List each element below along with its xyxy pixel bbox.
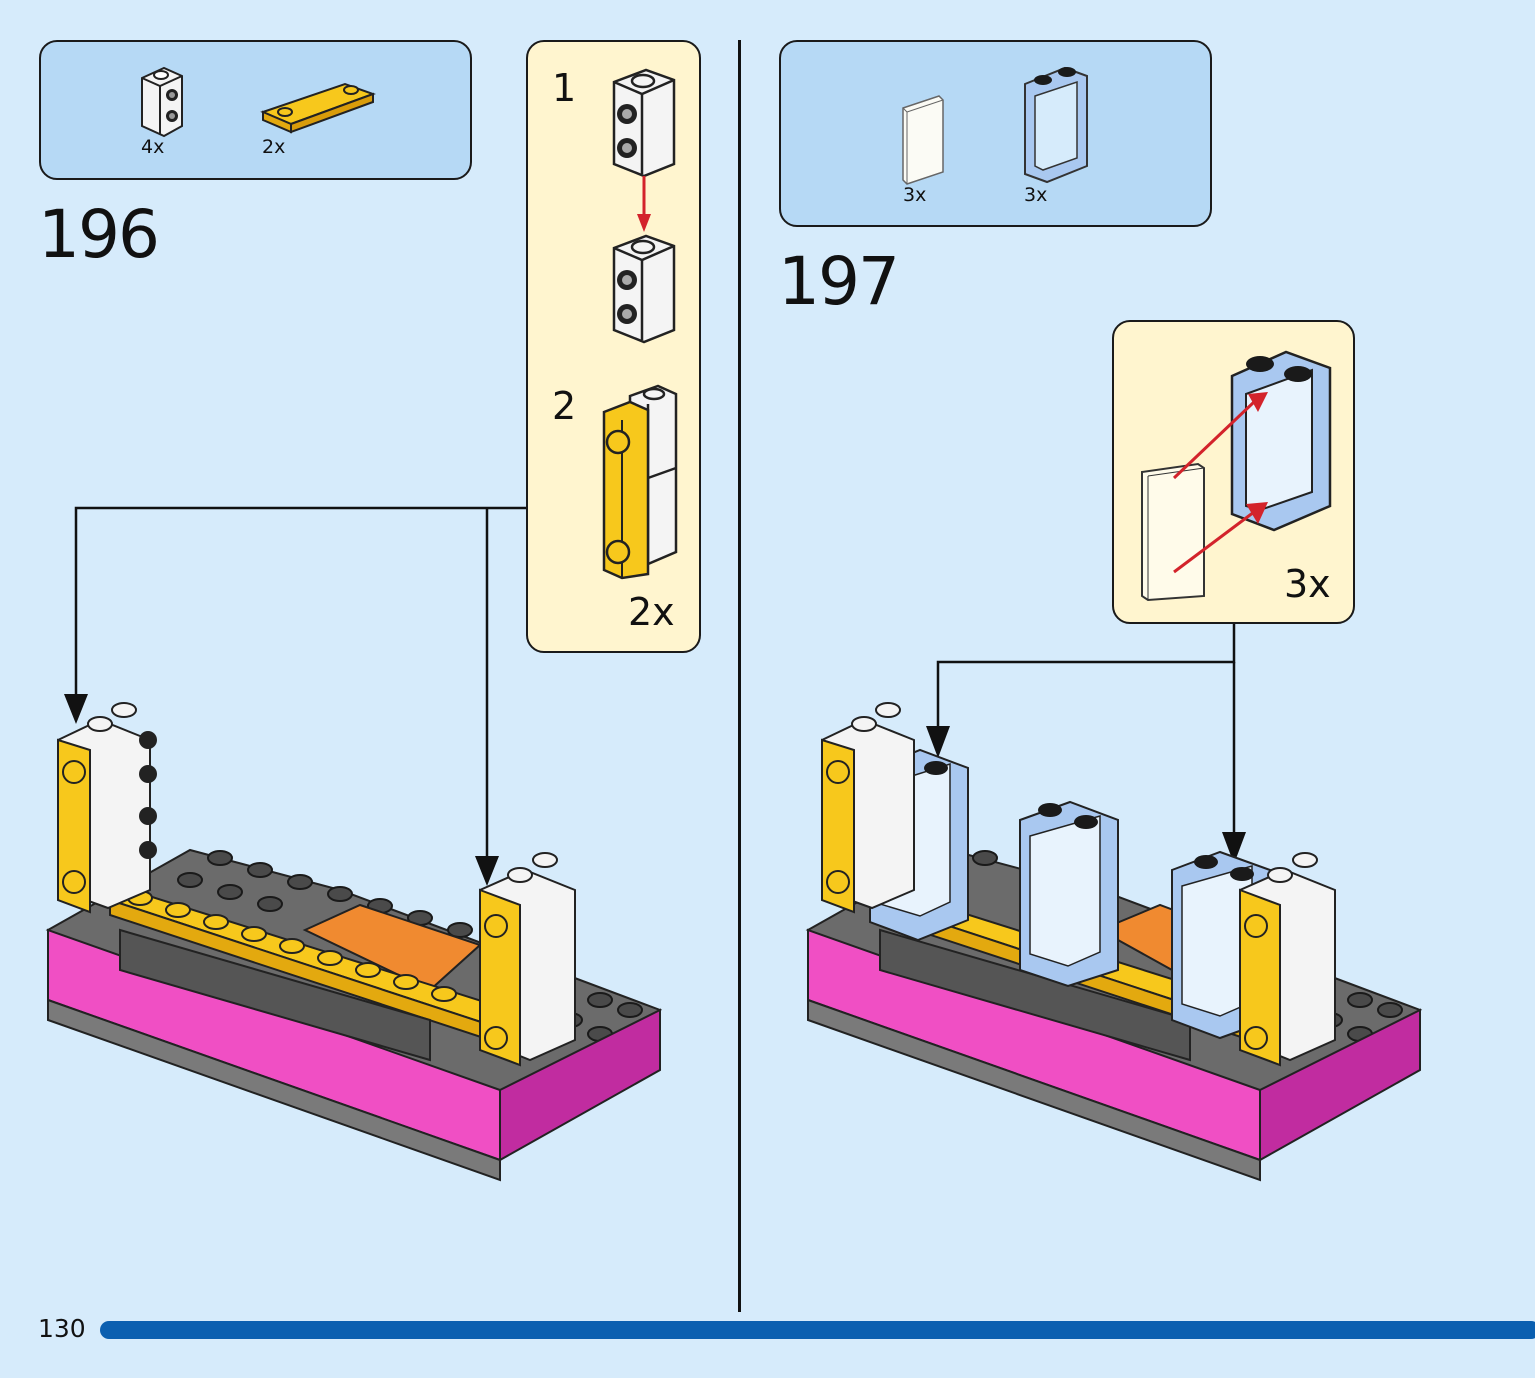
- window-glass-icon: [902, 95, 944, 185]
- yellow-plate-1x4-icon: [260, 82, 376, 134]
- part-qty: 2x: [262, 136, 286, 158]
- plate-on-bricks-icon: [602, 384, 678, 580]
- white-brick-1x1-side-studs-icon: [141, 66, 183, 138]
- callout-multiplier: 2x: [628, 590, 675, 634]
- window-frame-icon: [1024, 66, 1088, 184]
- step-divider: [738, 40, 741, 1312]
- progress-bar: [100, 1321, 1535, 1339]
- step-number-196: 196: [38, 196, 160, 273]
- parts-box-197: 3x 3x: [779, 40, 1212, 227]
- side-stud-brick-icon: [612, 68, 676, 178]
- page-number: 130: [38, 1314, 86, 1343]
- part-qty: 3x: [1024, 184, 1048, 206]
- build-model-196: [45, 702, 663, 1182]
- substep-number: 2: [552, 384, 577, 428]
- part-qty: 3x: [903, 184, 927, 206]
- substep-number: 1: [552, 66, 577, 110]
- parts-box-196: 4x 2x: [39, 40, 472, 180]
- callout-connector-196: [64, 506, 526, 886]
- side-stud-brick-icon: [612, 234, 676, 344]
- window-glass-icon: [1141, 462, 1205, 602]
- callout-197: 3x: [1112, 320, 1355, 624]
- build-model-197: [805, 702, 1423, 1182]
- step-number-197: 197: [778, 243, 900, 320]
- callout-196: 1 2 2x: [526, 40, 701, 653]
- callout-multiplier: 3x: [1284, 562, 1331, 606]
- callout-connector-197: [926, 624, 1246, 864]
- assembly-arrow-red: [637, 176, 651, 232]
- part-qty: 4x: [141, 136, 165, 158]
- assembly-arrow-red: [1172, 392, 1268, 574]
